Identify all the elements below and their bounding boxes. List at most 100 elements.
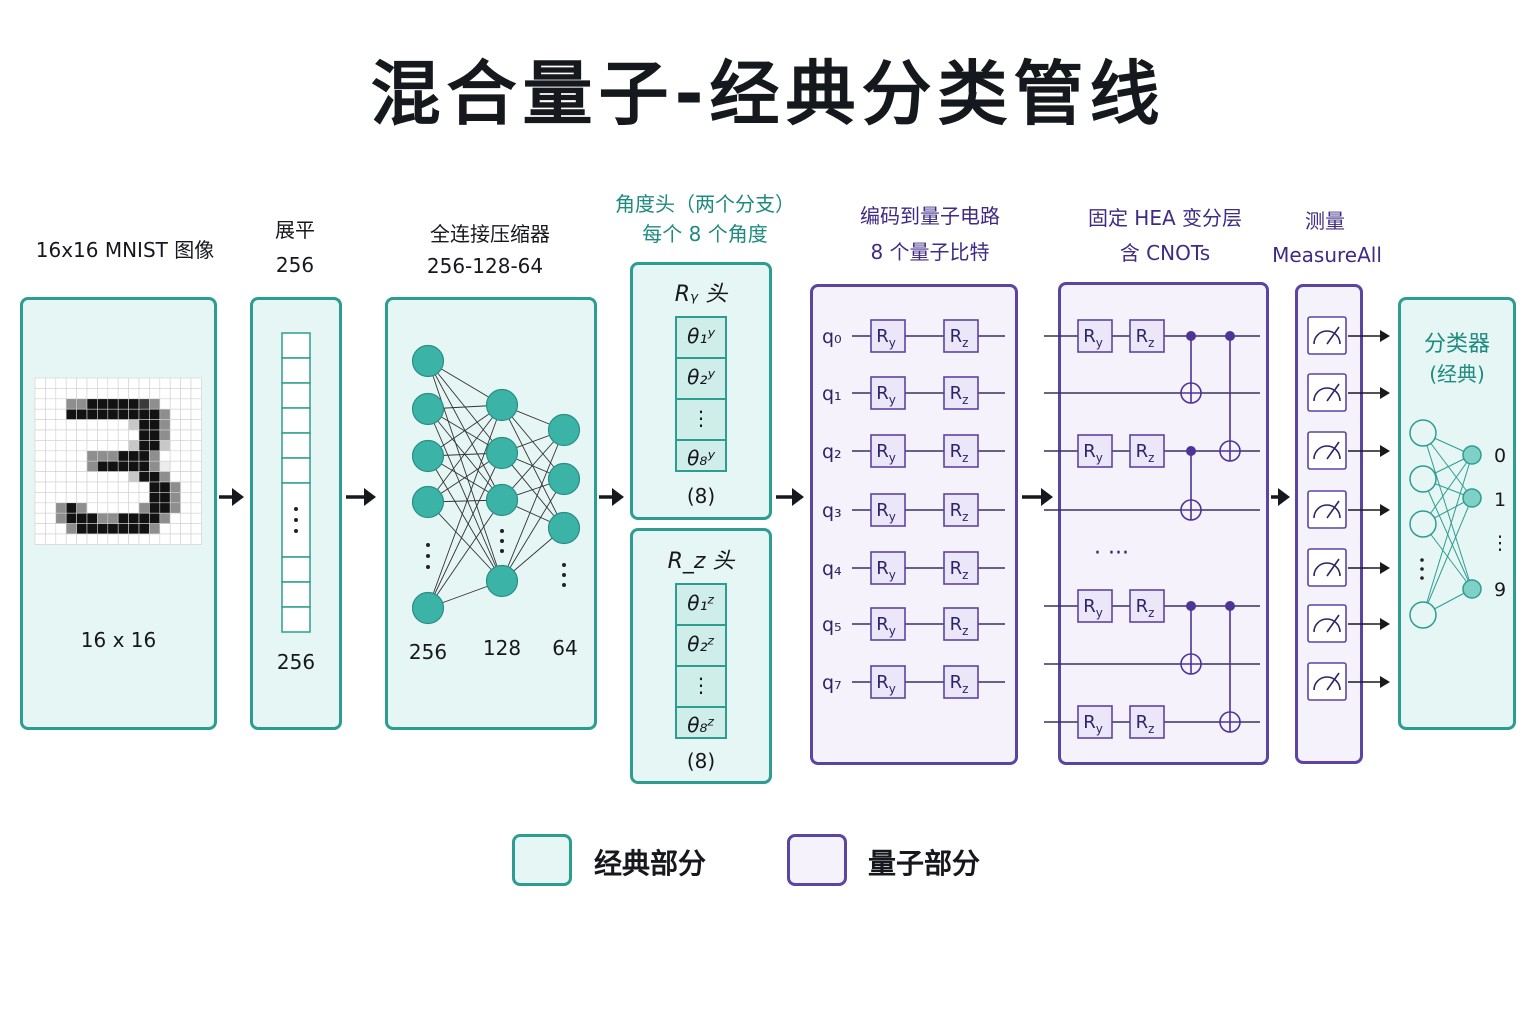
pixel [190,492,202,504]
pixel [117,408,129,420]
pixel [97,512,109,524]
ellipsis-dot [294,507,298,511]
vector-cell [281,556,311,583]
ellipsis-dot [426,565,430,569]
pixel [180,492,192,504]
pixel [149,533,161,545]
meter-box [1307,548,1347,587]
pixel [86,377,98,389]
pixel [159,450,171,462]
pixel [117,440,129,452]
pixel [65,429,77,441]
output-neuron [1462,445,1482,465]
connection [501,404,565,529]
layer-label-256: 256 [408,640,448,664]
measure-output-arrowhead [1380,676,1390,688]
pixel [76,429,88,441]
meter-arc [1313,445,1341,460]
pixel [45,450,57,462]
ellipsis-dot [1420,558,1424,562]
classifier-label: 分类器 [1423,332,1490,357]
pixel [86,429,98,441]
pixel [34,419,46,431]
gate-subscript: z [1148,336,1154,350]
pixel [149,377,161,389]
pixel [55,523,67,535]
page-title: 混合量子-经典分类管线 [370,53,1166,135]
pixel [169,512,181,524]
pixel [180,481,192,493]
pixel [128,512,140,524]
pixel [180,523,192,535]
pixel [76,398,88,410]
connection [1422,454,1473,616]
gate-subscript: z [1148,722,1154,736]
vector-cell [281,432,311,459]
pixel [138,533,150,545]
pixel [190,523,202,535]
connection [427,408,503,582]
pixel [149,502,161,514]
meter-box [1307,316,1347,355]
meter-needle [1326,500,1340,519]
pixel [86,440,98,452]
pixel [190,419,202,431]
pixel [107,481,119,493]
pixel [97,450,109,462]
ellipsis-dot [426,554,430,558]
ry-param-cell: θ₁ʸ [677,318,725,359]
pixel [159,460,171,472]
pixel [128,429,140,441]
gate-subscript: y [1096,451,1103,465]
meter-arc [1313,618,1341,633]
pixel [55,471,67,483]
pixel [149,471,161,483]
pixel [34,398,46,410]
ry-param-cell: θ₂ʸ [677,359,725,400]
meter-box [1307,373,1347,412]
gate-box [943,551,979,585]
flow-arrow-head [1041,488,1053,506]
pixel [97,471,109,483]
pixel [128,450,140,462]
gate-subscript: y [889,568,896,582]
input-neuron [1409,510,1437,538]
rz-param-cell: θ₁ᶻ [677,585,725,626]
gate-box [1129,319,1165,353]
pixel [107,419,119,431]
pixel [138,440,150,452]
flow-arrow-head [364,488,376,506]
pixel [86,523,98,535]
pixel [117,512,129,524]
connection [501,478,565,582]
ry-head-count: (8) [686,484,716,508]
connection [501,452,565,529]
pixel [190,440,202,452]
pixel [55,512,67,524]
pixel [107,450,119,462]
pixel [117,377,129,389]
pixel [190,398,202,410]
connection [427,501,503,582]
pixel [138,523,150,535]
pixel [117,533,129,545]
pixel [180,429,192,441]
ry-param-stack: θ₁ʸ θ₂ʸ ⋮ θ₈ʸ [675,316,727,472]
pixel [159,388,171,400]
rz-param-cell: θ₈ᶻ [687,713,715,737]
pixel [190,429,202,441]
connection [427,455,503,582]
rz-head-title: R_z 头 [667,549,735,574]
pixel [149,481,161,493]
legend-quantum-label: 量子部分 [868,847,981,880]
pixel [97,533,109,545]
pixel [34,533,46,545]
connection [427,404,503,503]
gate-subscript: z [962,568,968,582]
vector-cell [281,407,311,434]
gate-box [870,493,906,527]
pixel [45,419,57,431]
input-neuron [1409,601,1437,629]
hea-ellipsis: · ··· [1094,541,1129,566]
pixel [128,388,140,400]
